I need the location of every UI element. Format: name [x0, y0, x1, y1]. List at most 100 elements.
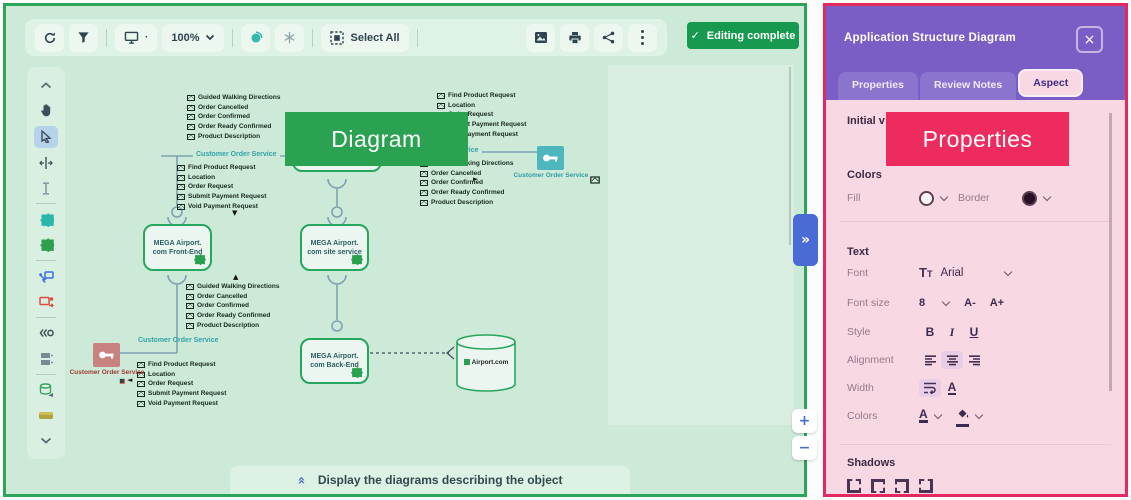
shadow-bottom-left-button[interactable]: [847, 479, 861, 493]
chevrons-right-icon: »: [800, 232, 811, 248]
panel-header: Application Structure Diagram × Properti…: [826, 6, 1125, 100]
node-database[interactable]: Airport.com: [455, 333, 517, 393]
message-item: Order Cancelled: [186, 292, 279, 302]
disconnect-tool-icon[interactable]: [34, 292, 58, 312]
envelope-icon: [187, 123, 195, 130]
canvas-right-pane: [608, 65, 794, 425]
scroll-up-icon[interactable]: [34, 75, 58, 95]
text-tool-icon[interactable]: [34, 178, 58, 198]
message-item: Location: [177, 173, 266, 183]
bold-button[interactable]: B: [925, 325, 935, 339]
zoom-level-dropdown[interactable]: 100%: [162, 23, 225, 52]
text-colors-row: Colors A: [826, 402, 1125, 430]
note-tool-icon[interactable]: [34, 406, 58, 426]
customer-order-service-caption: Customer Order Service: [513, 172, 589, 179]
app-icon: [463, 359, 470, 365]
message-item: Order Request: [137, 379, 226, 389]
wrap-text-button[interactable]: [919, 379, 941, 397]
tab-aspect[interactable]: Aspect: [1018, 69, 1084, 97]
font-size-value[interactable]: 8: [919, 297, 926, 309]
display-mode-button[interactable]: ·: [115, 23, 158, 52]
print-button[interactable]: [560, 23, 589, 52]
component-green-icon[interactable]: [34, 235, 58, 255]
editor-side-toolbar: [27, 67, 65, 459]
select-all-button[interactable]: Select All: [321, 23, 409, 52]
filter-button[interactable]: [69, 23, 98, 52]
panel-expander-tab[interactable]: »: [793, 214, 818, 266]
node-site-service[interactable]: MEGA Airport. com site service: [300, 224, 369, 271]
toolbar-separator: [106, 28, 107, 47]
border-color-swatch[interactable]: [1021, 190, 1037, 206]
align-right-button[interactable]: [963, 351, 985, 369]
select-tool-icon[interactable]: [34, 125, 58, 148]
node-front-end[interactable]: MEGA Airport. com Front-End: [143, 224, 212, 271]
fit-text-button[interactable]: A: [947, 379, 957, 395]
envelope-icon: [186, 312, 194, 319]
service-line-label: Customer Order Service: [138, 337, 219, 344]
customer-order-service-icon[interactable]: [537, 146, 564, 170]
font-value[interactable]: Arial: [940, 267, 964, 279]
highlight-mode-button[interactable]: [241, 23, 271, 52]
close-button[interactable]: ×: [1076, 26, 1103, 53]
tab-properties[interactable]: Properties: [838, 72, 918, 100]
layers-tool-icon[interactable]: [34, 349, 58, 369]
fill-color-swatch[interactable]: [919, 190, 934, 206]
envelope-icon: [137, 371, 145, 378]
component-icon: [351, 254, 363, 266]
chevron-down-icon[interactable]: [974, 410, 983, 419]
shadow-bottom-right-button[interactable]: [919, 479, 933, 493]
node-back-end[interactable]: MEGA Airport. com Back-End: [300, 338, 369, 384]
message-item: Void Payment Request: [137, 399, 226, 409]
auto-layout-button[interactable]: [275, 23, 305, 52]
customer-order-service-caption: Customer Order Service: [69, 369, 145, 376]
panel-scrollbar[interactable]: [1109, 113, 1112, 391]
service-line-label: Customer Order Service: [193, 151, 280, 158]
colors-section-title: Colors: [847, 169, 882, 181]
chevron-down-icon[interactable]: [1004, 267, 1013, 276]
refresh-button[interactable]: [35, 23, 64, 52]
diagram-annotation-overlay: Diagram: [285, 112, 468, 166]
italic-button[interactable]: I: [949, 324, 955, 339]
chevron-down-icon[interactable]: [933, 410, 942, 419]
zoom-in-button[interactable]: +: [792, 409, 817, 433]
editing-complete-button[interactable]: ✓ Editing complete: [687, 22, 799, 49]
decrease-font-button[interactable]: A-: [964, 297, 976, 309]
component-teal-icon[interactable]: [34, 210, 58, 230]
panel-tabs: Properties Review Notes Aspect: [838, 69, 1084, 100]
align-center-button[interactable]: [941, 351, 963, 369]
zoom-out-button[interactable]: −: [792, 436, 817, 460]
customer-order-service-icon[interactable]: [93, 343, 120, 367]
link-tool-icon[interactable]: [34, 323, 58, 343]
underline-button[interactable]: U: [969, 325, 979, 339]
message-item: Order Cancelled: [420, 169, 513, 179]
database-tool-icon[interactable]: [34, 380, 58, 400]
style-label: Style: [847, 326, 871, 338]
font-color-button[interactable]: A: [919, 407, 928, 423]
text-colors-label: Colors: [847, 410, 878, 422]
export-image-button[interactable]: [526, 23, 555, 52]
describing-diagrams-bar[interactable]: « Display the diagrams describing the ob…: [230, 466, 630, 494]
highlight-color-button[interactable]: [955, 405, 969, 427]
share-button[interactable]: [594, 23, 623, 52]
shadow-top-right-button[interactable]: [895, 479, 909, 493]
more-options-button[interactable]: [628, 23, 657, 52]
message-item: Product Description: [186, 321, 279, 331]
chevron-down-icon[interactable]: [941, 297, 951, 306]
increase-font-button[interactable]: A+: [989, 297, 1005, 309]
pan-tool-icon[interactable]: [34, 100, 58, 120]
canvas-scrollbar[interactable]: [789, 67, 791, 245]
shadow-top-left-button[interactable]: [871, 479, 885, 493]
envelope-icon: [420, 199, 428, 206]
message-item: Order Ready Confirmed: [420, 188, 513, 198]
chevron-down-icon[interactable]: [939, 192, 949, 201]
tool-divider: [36, 260, 56, 262]
resize-tool-icon[interactable]: [34, 153, 58, 173]
message-item: Submit Payment Request: [137, 389, 226, 399]
chevron-down-icon[interactable]: [1042, 192, 1051, 201]
scroll-down-icon[interactable]: [34, 431, 58, 451]
align-left-button[interactable]: [919, 351, 941, 369]
connect-tool-icon[interactable]: [34, 267, 58, 287]
select-all-label: Select All: [350, 31, 400, 44]
tab-review-notes[interactable]: Review Notes: [919, 72, 1017, 100]
